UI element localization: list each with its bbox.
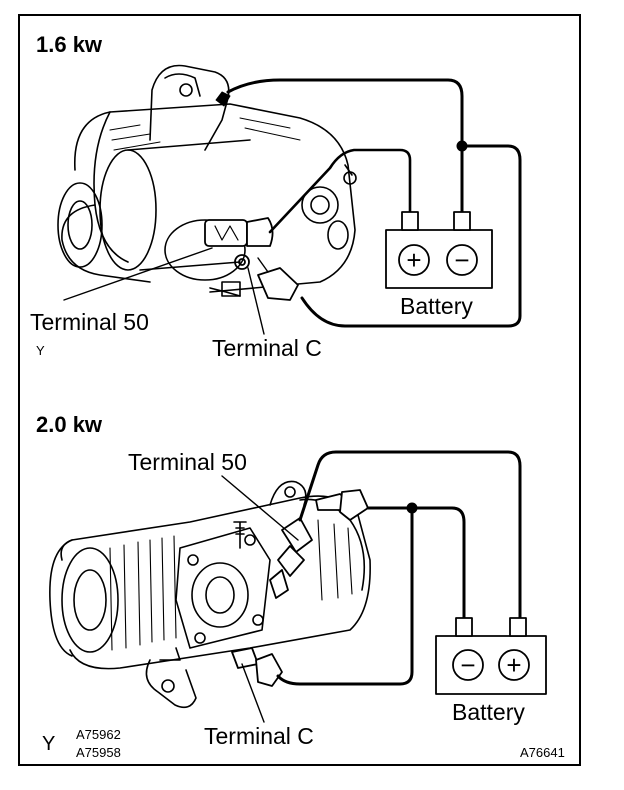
mark-y-bottom: Y [42,733,55,755]
terminal-50-label-top: Terminal 50 [30,309,149,335]
battery-connector-bottom [315,489,369,521]
battery-cable-bottom [276,450,522,686]
terminal-50-label-bottom: Terminal 50 [128,449,247,475]
battery-label-top: Battery [400,293,473,319]
battery-top-positive-sign: + [406,245,421,275]
terminal-50-connector-top [204,217,274,247]
figure-code-left-2: A75958 [76,745,121,760]
battery-bottom [435,617,547,695]
terminal-50-lead-top [215,91,412,234]
leader-lines-bottom [221,475,299,723]
terminal-50-connector-bottom [269,517,313,599]
terminal-c-label-bottom: Terminal C [204,723,314,749]
mark-y-top: Y [36,343,45,358]
figure-code-right: A76641 [520,745,565,760]
leader-lines-top [63,247,265,335]
battery-top-negative-sign: − [454,245,469,275]
terminal-c-connector-top [234,254,299,301]
figure-frame [18,14,581,766]
battery-bottom-negative-sign: − [460,650,475,680]
battery-top [385,211,493,289]
battery-cable-top-upper [226,78,522,328]
terminal-c-label-top: Terminal C [212,335,322,361]
heading-1-6kw: 1.6 kw [36,32,103,57]
terminal-c-connector-bottom [231,647,283,687]
figure-code-left-1: A75962 [76,727,121,742]
battery-bottom-positive-sign: + [506,650,521,680]
starter-motor-1-6kw [57,64,357,297]
heading-2-0kw: 2.0 kw [36,412,103,437]
starter-motor-2-0kw [49,480,371,709]
battery-label-bottom: Battery [452,699,525,725]
